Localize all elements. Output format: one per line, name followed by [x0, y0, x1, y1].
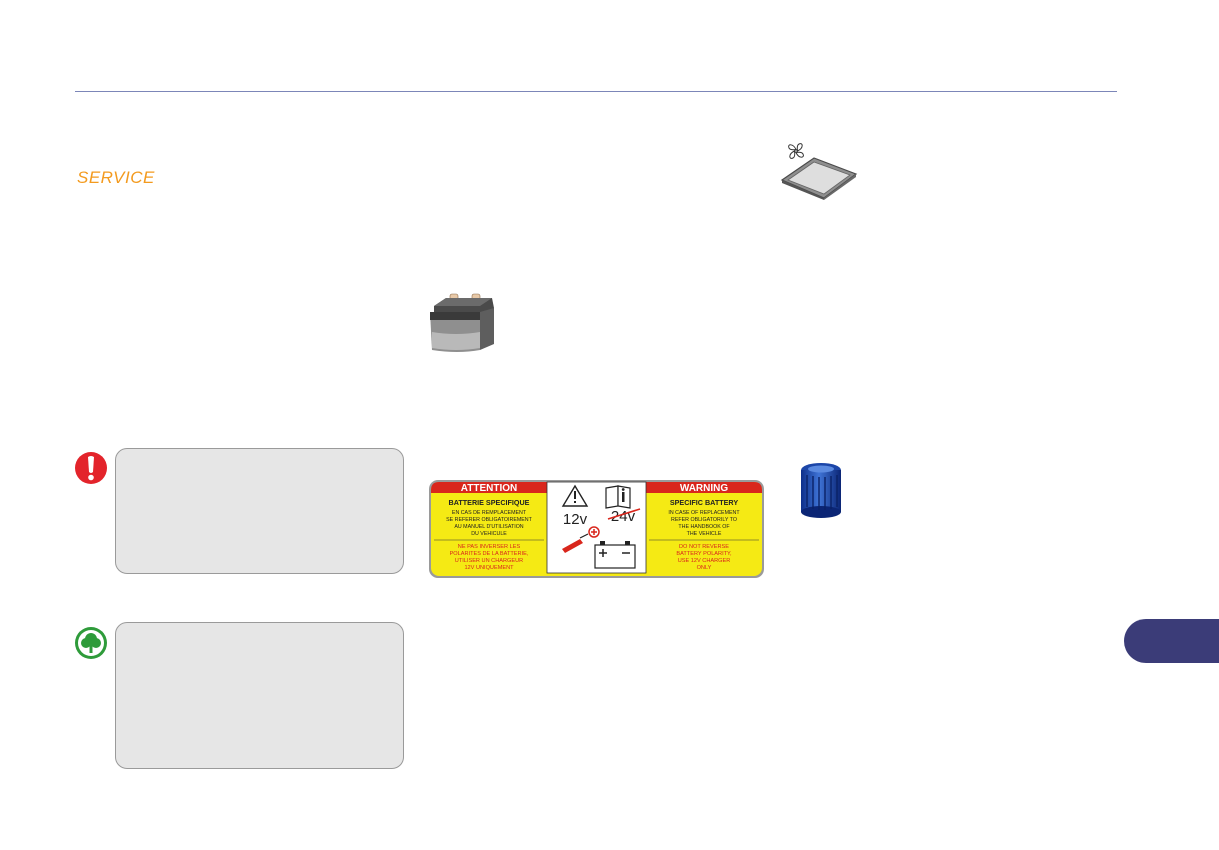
cross-out-line [607, 508, 641, 520]
exclamation-icon [74, 451, 108, 490]
label-left-red-line: POLARITES DE LA BATTERIE, [450, 551, 529, 557]
battery-icon [428, 292, 498, 359]
label-right-red-line: ONLY [697, 565, 712, 571]
warning-note-box [115, 448, 404, 574]
label-volt-12: 12v [563, 511, 588, 528]
handbook-info-icon [605, 485, 631, 509]
label-right-line: IN CASE OF REPLACEMENT [668, 510, 740, 516]
eco-note-box [115, 622, 404, 769]
label-right-red-line: DO NOT REVERSE [679, 544, 729, 550]
label-left-red-line: NE PAS INVERSER LES [458, 544, 521, 550]
label-left-line: EN CAS DE REMPLACEMENT [452, 510, 527, 516]
label-left-line: DU VEHICULE [471, 531, 507, 537]
label-left-title: BATTERIE SPECIFIQUE [449, 498, 530, 507]
top-rule [75, 91, 1117, 92]
oil-filter-icon [797, 461, 847, 524]
battery-warning-label: ATTENTION WARNING BATTERIE SPECIFIQUE EN… [428, 479, 765, 579]
label-right-line: THE VEHICLE [687, 531, 722, 537]
label-right-line: REFER OBLIGATORILY TO [671, 517, 737, 523]
section-title: SERVICE [77, 168, 155, 187]
label-right-red-line: USE 12V CHARGER [678, 558, 731, 564]
fan-icon [788, 143, 804, 159]
label-right-heading: WARNING [680, 483, 729, 494]
warning-triangle-icon [561, 484, 589, 507]
chapter-tab-marker [1124, 619, 1219, 663]
label-left-red-line: UTILISER UN CHARGEUR [455, 558, 523, 564]
label-right-title: SPECIFIC BATTERY [670, 498, 738, 507]
label-right-red-line: BATTERY POLARITY, [676, 551, 732, 557]
tree-icon [74, 626, 108, 665]
label-left-heading: ATTENTION [461, 483, 517, 494]
car-battery-pictogram-icon [594, 541, 636, 569]
label-right-line: THE HANDBOOK OF [678, 524, 730, 530]
label-left-line: SE REFERER OBLIGATOIREMENT [446, 517, 533, 523]
label-left-line: AU MANUEL D'UTILISATION [454, 524, 523, 530]
label-left-red-line: 12V UNIQUEMENT [464, 565, 514, 571]
cabin-filter-icon [778, 138, 860, 205]
jumper-cable-icon [562, 526, 600, 553]
